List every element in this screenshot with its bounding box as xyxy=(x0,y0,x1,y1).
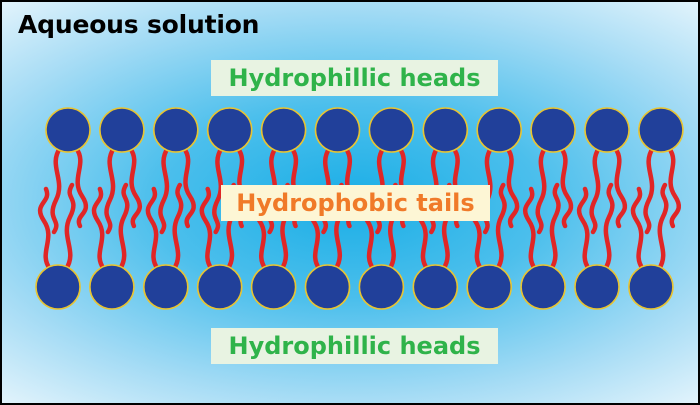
lipid-tail xyxy=(656,182,669,272)
lipid-head-bottom xyxy=(89,264,135,310)
top-heads-label: Hydrophillic heads xyxy=(211,60,498,96)
lipid-head-bottom xyxy=(196,264,243,310)
lipid-head-bottom xyxy=(304,264,351,310)
bottom-heads-label: Hydrophillic heads xyxy=(211,328,498,364)
lipid-tail xyxy=(73,145,89,229)
diagram-title: Aqueous solution xyxy=(18,10,260,39)
lipid-head-top xyxy=(314,107,361,153)
lipid-tail xyxy=(50,145,63,235)
lipid-head-bottom xyxy=(628,264,674,310)
lipid-tail xyxy=(630,186,646,272)
lipid-head-bottom xyxy=(412,264,459,310)
lipid-tail xyxy=(576,186,592,272)
lipid-tail xyxy=(548,182,561,272)
lipid-head-bottom xyxy=(520,264,566,310)
lipid-tail xyxy=(504,145,520,229)
lipid-tail xyxy=(602,182,615,272)
lipid-tail xyxy=(612,145,628,229)
lipid-head-top xyxy=(260,107,307,153)
lipid-head-top xyxy=(45,107,91,153)
lipid-head-top xyxy=(99,107,145,153)
lipid-head-top xyxy=(206,107,253,153)
lipid-tail xyxy=(63,182,76,272)
lipid-head-top xyxy=(530,107,576,153)
lipid-head-bottom xyxy=(143,264,189,310)
lipid-head-bottom xyxy=(35,264,81,310)
lipid-tail xyxy=(181,145,196,229)
lipid-tail xyxy=(494,182,507,272)
lipid-head-bottom xyxy=(358,264,405,310)
lipid-head-bottom xyxy=(250,264,297,310)
lipid-head-bottom xyxy=(466,264,513,310)
lipid-tail xyxy=(643,145,656,235)
lipid-tail xyxy=(522,186,538,272)
lipid-tail xyxy=(127,145,143,229)
lipid-head-top xyxy=(422,107,469,153)
lipid-head-top xyxy=(584,107,630,153)
lipid-head-bottom xyxy=(574,264,620,310)
lipid-tail xyxy=(589,145,602,235)
lipid-tail xyxy=(666,145,682,229)
lipid-tail xyxy=(212,145,224,235)
lipid-tail xyxy=(117,182,130,272)
lipid-head-top xyxy=(638,107,684,153)
lipid-tail xyxy=(104,145,117,235)
lipid-tail xyxy=(199,186,214,272)
lipid-head-top xyxy=(153,107,199,153)
lipid-tail xyxy=(558,145,574,229)
lipid-tail xyxy=(535,145,548,235)
lipid-tail xyxy=(37,186,53,272)
lipid-tail xyxy=(171,182,184,272)
lipid-tail xyxy=(145,186,161,272)
lipid-head-top xyxy=(476,107,523,153)
lipid-tail xyxy=(158,145,171,235)
lipid-tail xyxy=(91,186,107,272)
lipid-head-top xyxy=(368,107,415,153)
heads-layer xyxy=(35,107,684,310)
tails-label: Hydrophobic tails xyxy=(221,185,490,221)
